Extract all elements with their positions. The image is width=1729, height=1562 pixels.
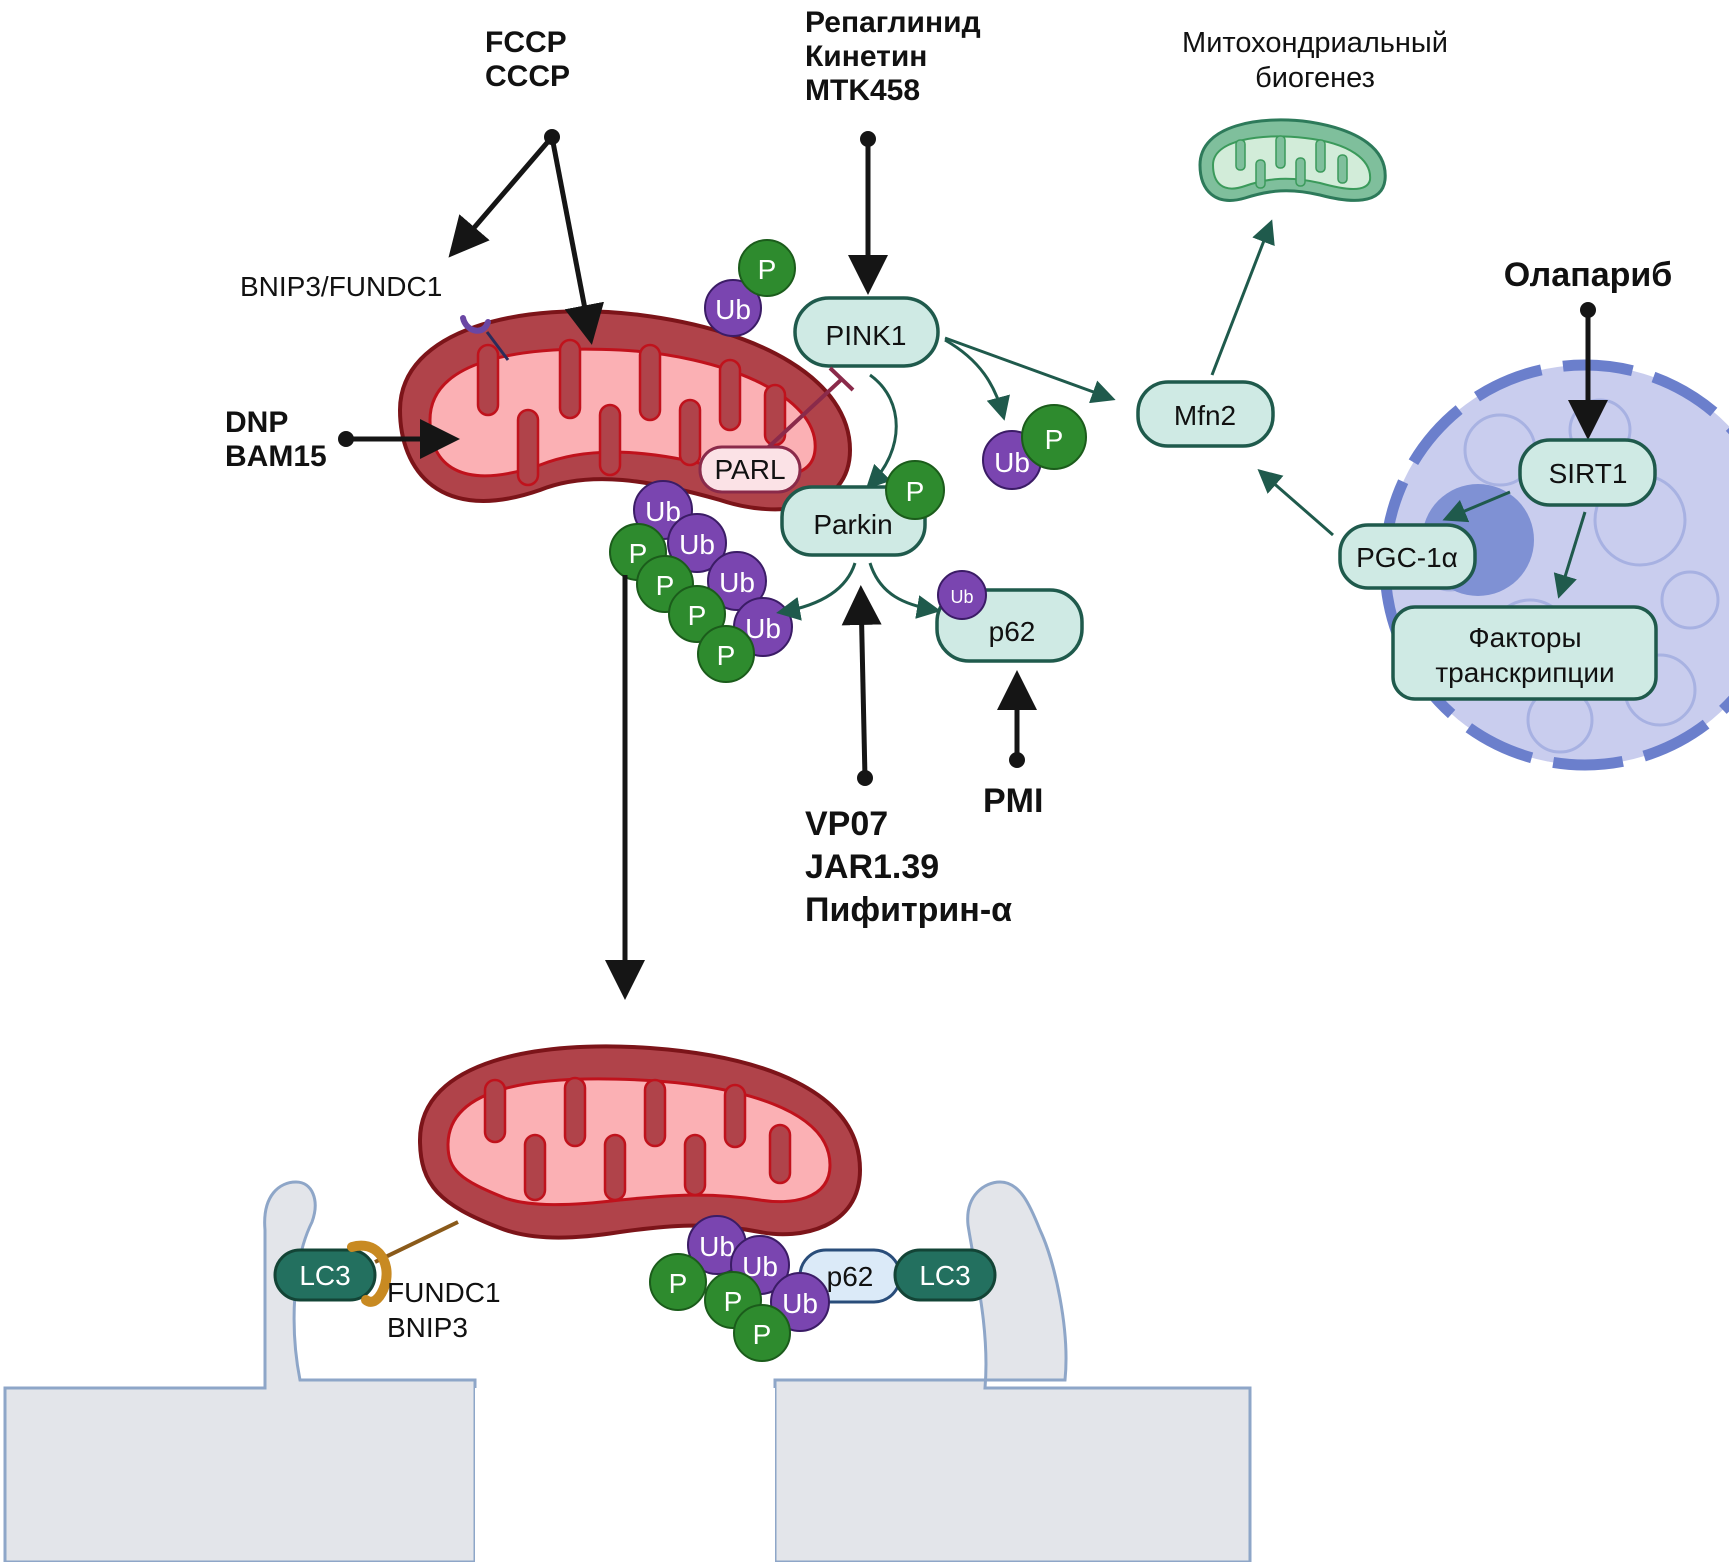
svg-text:p62: p62 <box>827 1261 874 1292</box>
biogenesis-label-line2: биогенез <box>1255 62 1375 94</box>
parkin-phospho-marker: P <box>885 460 945 520</box>
svg-text:Ub: Ub <box>950 587 973 607</box>
repaglinide-label: Репаглинид <box>805 6 981 39</box>
svg-text:p62: p62 <box>989 616 1036 647</box>
arrow-sirt1-to-tf <box>1553 511 1587 599</box>
svg-text:P: P <box>656 570 675 601</box>
arrow-pink1-to-parkin <box>865 373 898 490</box>
cccp-label: CCCP <box>485 60 570 93</box>
svg-text:транскрипции: транскрипции <box>1435 657 1614 688</box>
svg-text:Ub: Ub <box>699 1231 735 1262</box>
svg-text:P: P <box>688 600 707 631</box>
arrow-pink1-to-mfn2 <box>944 336 1116 404</box>
arrow-parkin-to-p62 <box>868 562 941 619</box>
svg-text:PARL: PARL <box>714 454 785 485</box>
lc3-left-node[interactable]: LC3 <box>273 1248 377 1302</box>
p62-ub-marker: Ub <box>937 570 987 620</box>
svg-text:P: P <box>669 1268 688 1299</box>
jar139-label: JAR1.39 <box>805 848 939 886</box>
pgc1a-node[interactable]: PGC-1α <box>1338 523 1477 590</box>
svg-text:LC3: LC3 <box>299 1260 350 1291</box>
fundc1-tether-line <box>374 1220 459 1264</box>
dnp-label: DNP <box>225 406 288 439</box>
svg-text:LC3: LC3 <box>919 1260 970 1291</box>
svg-text:Ub: Ub <box>645 496 681 527</box>
svg-text:P: P <box>629 538 648 569</box>
bnip3-label: BNIP3 <box>387 1312 468 1343</box>
svg-text:P: P <box>724 1286 743 1317</box>
phagophore-left <box>3 1180 477 1562</box>
bnip3-receptor-icon <box>460 315 510 361</box>
arrow-fccp-to-mito <box>549 136 604 345</box>
parl-node[interactable]: PARL <box>698 445 802 494</box>
vp07-label: VP07 <box>805 805 888 843</box>
ub-p-chain-bottom: Ub Ub Ub P P P <box>649 1215 830 1362</box>
pifithrin-label: Пифитрин-α <box>805 891 1012 929</box>
bnip3-fundc1-label: BNIP3/FUNDC1 <box>240 271 442 302</box>
mfn2-node[interactable]: Mfn2 <box>1136 380 1275 448</box>
mitochondrion-new-icon <box>1198 118 1387 202</box>
svg-text:Parkin: Parkin <box>813 509 892 540</box>
arrow-pgc1a-to-mfn2 <box>1257 469 1334 537</box>
mitochondrion-engulfed <box>417 1044 863 1240</box>
bam15-label: BAM15 <box>225 440 327 473</box>
svg-text:P: P <box>1045 424 1064 455</box>
fccp-label: FCCP <box>485 26 567 59</box>
inhibition-bar-icon <box>828 366 855 392</box>
pink1-node[interactable]: PINK1 <box>793 296 940 368</box>
arrow-pink1-to-ub-p <box>944 338 1010 421</box>
svg-text:Ub: Ub <box>719 567 755 598</box>
transcription-factors-node[interactable]: Факторы транскрипции <box>1391 605 1658 701</box>
fundc1-receptor-icon <box>347 1240 392 1307</box>
parl-inhibits-pink1-line <box>758 376 845 457</box>
arrow-vp07-to-parkin <box>841 585 882 779</box>
svg-text:PINK1: PINK1 <box>826 320 907 351</box>
svg-text:Факторы: Факторы <box>1468 622 1581 653</box>
svg-text:P: P <box>717 640 736 671</box>
sirt1-node[interactable]: SIRT1 <box>1518 438 1657 507</box>
svg-text:Ub: Ub <box>679 529 715 560</box>
arrow-mfn2-to-biogenesis <box>1210 219 1275 376</box>
pmi-label: PMI <box>983 782 1043 820</box>
phagophore-right <box>773 1180 1252 1562</box>
ub-p-pair-middle: Ub P <box>982 404 1087 490</box>
svg-text:P: P <box>758 254 777 285</box>
ub-p-pair-top: Ub P <box>704 239 796 337</box>
svg-text:P: P <box>906 476 925 507</box>
svg-text:PGC-1α: PGC-1α <box>1356 542 1458 573</box>
svg-text:Ub: Ub <box>715 294 751 325</box>
arrow-fccp-to-bnip3 <box>448 135 554 258</box>
svg-text:Ub: Ub <box>782 1288 818 1319</box>
svg-text:Ub: Ub <box>745 613 781 644</box>
mtk458-label: MTK458 <box>805 74 920 107</box>
lc3-right-node[interactable]: LC3 <box>893 1248 997 1302</box>
svg-text:P: P <box>753 1319 772 1350</box>
mitochondrion-damaged <box>397 309 853 512</box>
ub-p-chain-top: Ub Ub Ub Ub P P P P <box>609 480 793 683</box>
arrow-sirt1-to-pgc1a <box>1442 490 1511 523</box>
fundc1-label: FUNDC1 <box>387 1277 501 1308</box>
biogenesis-label-line1: Митохондриальный <box>1182 27 1448 59</box>
svg-text:Ub: Ub <box>994 447 1030 478</box>
arrow-parkin-to-ub-chain <box>776 562 857 621</box>
olaparib-label: Олапариб <box>1504 256 1673 294</box>
svg-text:Mfn2: Mfn2 <box>1174 400 1236 431</box>
kinetin-label: Кинетин <box>805 40 927 73</box>
phagophore-gap <box>475 1388 775 1562</box>
svg-text:SIRT1: SIRT1 <box>1549 458 1628 489</box>
